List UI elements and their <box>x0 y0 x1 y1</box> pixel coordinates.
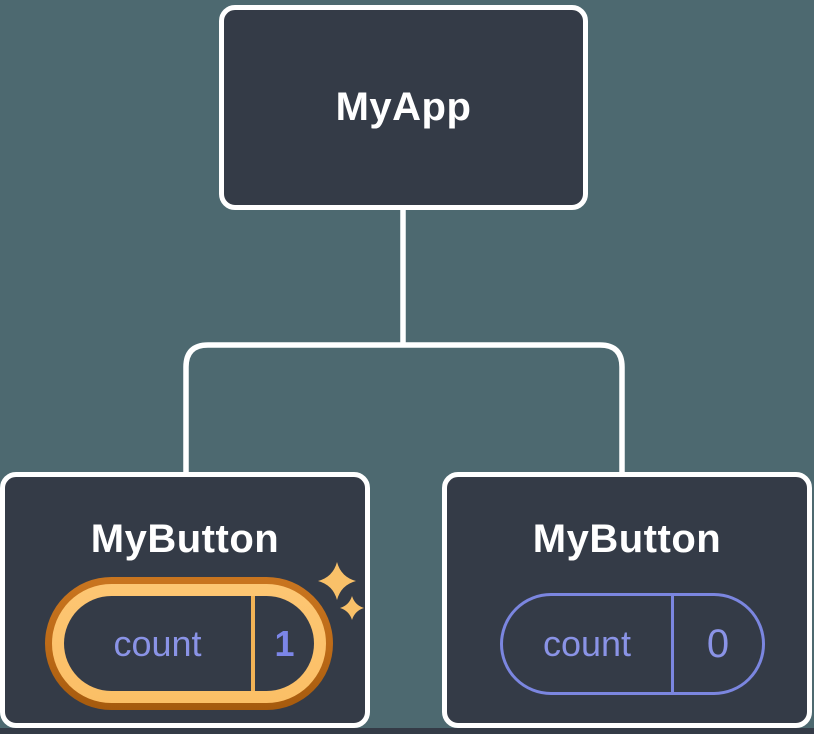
state-badge-glow-band: count 1 <box>52 584 326 703</box>
state-badge-plain: count 0 <box>500 593 765 695</box>
node-label-mybutton-inactive: MyButton <box>532 517 722 561</box>
state-badge-body: count 1 <box>64 596 314 691</box>
bottom-edge-strip <box>0 728 814 734</box>
connector-branch <box>183 342 625 479</box>
sparkles-icon <box>318 562 364 620</box>
tree-node-mybutton-active: MyButton count 1 <box>0 472 370 728</box>
node-label-myapp: MyApp <box>335 85 472 129</box>
tree-node-myapp: MyApp <box>219 5 588 210</box>
node-label-mybutton-active: MyButton <box>90 517 280 561</box>
state-badge-highlighted: count 1 <box>45 577 333 710</box>
state-value: 1 <box>274 622 295 664</box>
tree-node-mybutton-inactive: MyButton count 0 <box>442 472 812 728</box>
state-key-label: count <box>503 596 674 692</box>
state-key-label: count <box>64 596 255 691</box>
state-value: 0 <box>706 621 730 666</box>
